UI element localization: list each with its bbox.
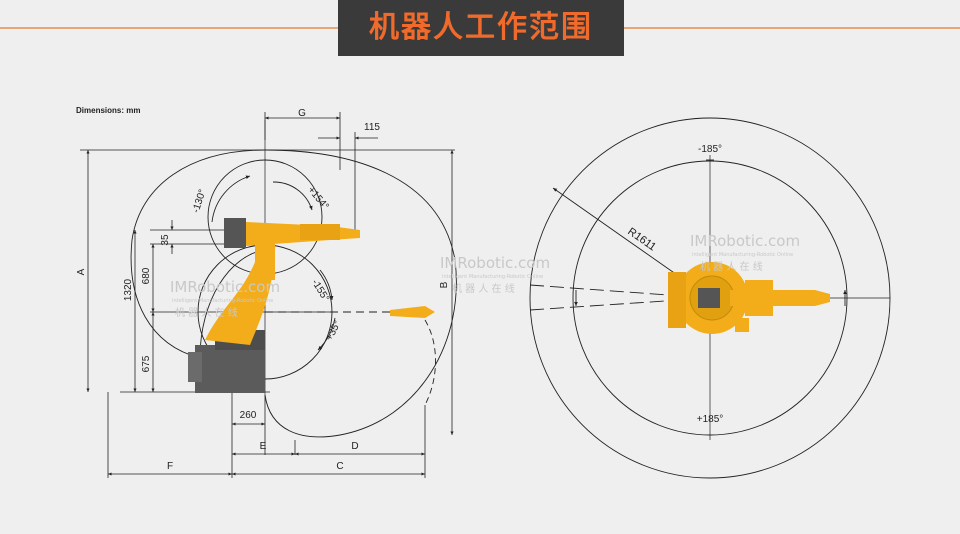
side-robot xyxy=(188,218,435,393)
dim-f: F xyxy=(167,461,173,472)
watermark-tagline-right: Intelligent Manufacturing-Robotic Online xyxy=(692,252,793,258)
dim-d: D xyxy=(351,441,358,452)
dim-680: 680 xyxy=(141,267,152,284)
angle-bottom: +185° xyxy=(697,414,724,425)
watermark-tagline-left: Intelligent Manufacturing-Robotic Online xyxy=(172,298,273,304)
watermarks: IMRobotic.com Intelligent Manufacturing-… xyxy=(170,232,800,319)
watermark-cn-mid: 机 器 人 在 线 xyxy=(452,282,515,295)
radius-label: R1611 xyxy=(625,226,658,254)
angle-arrow-p154 xyxy=(272,181,313,211)
dim-115: 115 xyxy=(364,122,380,133)
watermark-cn-right: 机 器 人 在 线 xyxy=(700,260,763,273)
watermark-brand-right: IMRobotic.com xyxy=(690,232,800,250)
dim-c: C xyxy=(336,461,343,472)
angle-arrow-p35 xyxy=(317,317,336,351)
angle-top: -185° xyxy=(698,144,722,155)
top-robot xyxy=(668,262,830,334)
watermark-cn-left: 机 器 人 在 线 xyxy=(175,306,238,319)
angle-m155: -155° xyxy=(309,278,331,304)
inner-envelope xyxy=(199,249,266,359)
watermark-tagline-mid: Intelligent Manufacturing-Robotic Online xyxy=(442,274,543,280)
dim-1320: 1320 xyxy=(123,278,134,301)
angle-arrow-m130 xyxy=(211,175,251,223)
robot-arm-extended xyxy=(390,306,435,318)
dim-260: 260 xyxy=(240,410,257,421)
dim-a: A xyxy=(76,268,87,275)
angle-m130: -130° xyxy=(191,188,209,214)
title-banner xyxy=(338,0,624,56)
workspace-envelope-right xyxy=(264,149,457,438)
dim-b: B xyxy=(439,281,450,288)
angle-arrow-m155 xyxy=(319,269,334,301)
dimensions-caption: Dimensions: mm xyxy=(76,106,141,115)
side-labels: G 115 A 1320 680 35 675 B 260 E D F C -1… xyxy=(76,108,450,472)
side-dimension-lines xyxy=(86,112,454,478)
angle-p154: +154° xyxy=(305,185,330,212)
angle-p35: +35° xyxy=(324,319,344,343)
dim-35: 35 xyxy=(160,234,171,246)
reach-line-arc xyxy=(424,319,436,406)
watermark-brand-mid: IMRobotic.com xyxy=(440,254,550,272)
workspace-envelope-left xyxy=(130,149,266,359)
page-title: 机器人工作范围 xyxy=(369,10,593,45)
dim-675: 675 xyxy=(141,355,152,372)
watermark-brand-left: IMRobotic.com xyxy=(170,278,280,296)
dim-e: E xyxy=(260,441,267,452)
dim-g: G xyxy=(298,108,306,119)
robot-base xyxy=(195,345,265,393)
